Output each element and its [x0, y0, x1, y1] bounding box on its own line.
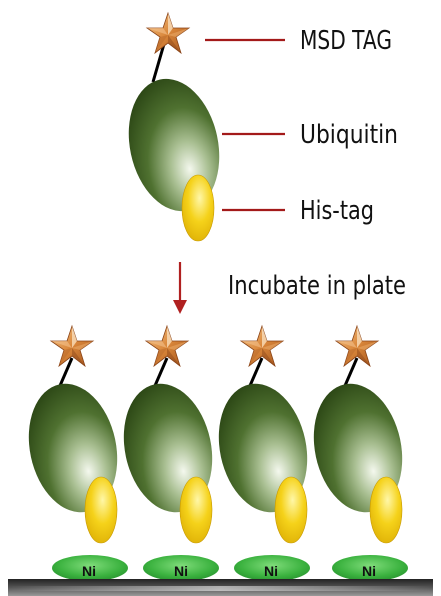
bound-complex: Ni	[302, 326, 413, 581]
bound-complex: Ni	[17, 326, 128, 581]
label-incubate-in-plate: Incubate in plate	[228, 271, 406, 301]
bound-construct	[17, 326, 128, 543]
ni-label: Ni	[264, 563, 278, 579]
ubiquitin-shape	[117, 70, 231, 219]
plate-surface	[8, 579, 433, 596]
ni-label: Ni	[174, 563, 188, 579]
arrow-down-icon	[173, 262, 187, 314]
bound-construct	[207, 326, 318, 543]
bound-construct	[112, 326, 223, 543]
label-msd-tag: MSD TAG	[300, 26, 392, 56]
free-construct	[117, 13, 231, 241]
his-tag-shape	[182, 175, 214, 241]
label-his-tag: His-tag	[300, 196, 374, 226]
label-ubiquitin: Ubiquitin	[300, 120, 398, 150]
bound-complex: Ni	[207, 326, 318, 581]
bound-construct	[302, 326, 413, 543]
bound-complex: Ni	[112, 326, 223, 581]
ni-label: Ni	[362, 563, 376, 579]
ni-label: Ni	[82, 563, 96, 579]
msd-tag-star	[147, 13, 189, 53]
